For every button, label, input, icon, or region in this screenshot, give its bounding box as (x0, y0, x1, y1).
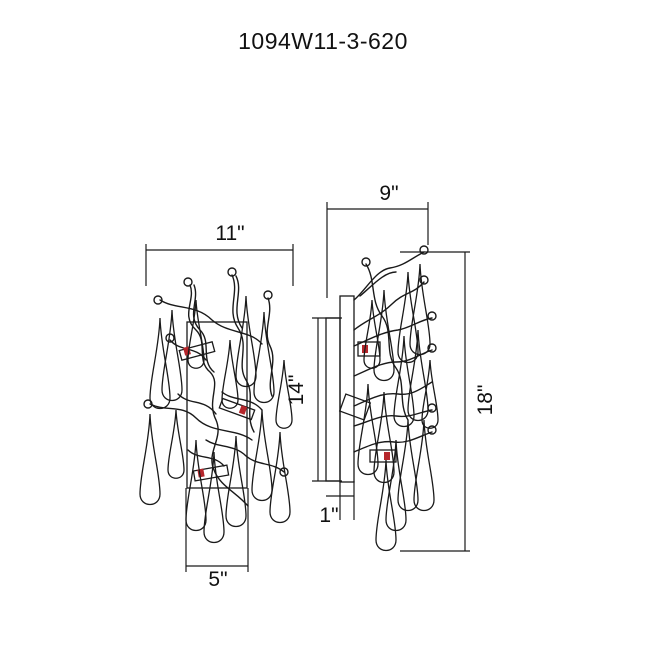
front-backplate (186, 321, 248, 489)
front-width-dimension (145, 244, 294, 286)
backplate-width-dimension (185, 488, 249, 572)
side-depth-dimension (326, 202, 429, 298)
backplate-depth-dimension (326, 481, 355, 520)
backplate-width-label: 5" (208, 568, 227, 591)
model-number-title: 1094W11-3-620 (238, 28, 408, 54)
backplate-height-label: 14" (285, 375, 308, 406)
backplate-height-dimension (312, 317, 342, 482)
side-backplate (325, 295, 355, 483)
overall-height-label: 18" (474, 385, 497, 416)
side-view: 9" 18" 14" 1" (285, 182, 497, 552)
front-view: 11" 5" (139, 222, 294, 591)
side-sockets (338, 341, 397, 463)
backplate-depth-label: 1" (319, 504, 338, 527)
overall-height-dimension (400, 251, 470, 552)
side-depth-label: 9" (379, 182, 398, 205)
side-crystal-drops (357, 263, 439, 552)
front-width-label: 11" (215, 222, 244, 245)
